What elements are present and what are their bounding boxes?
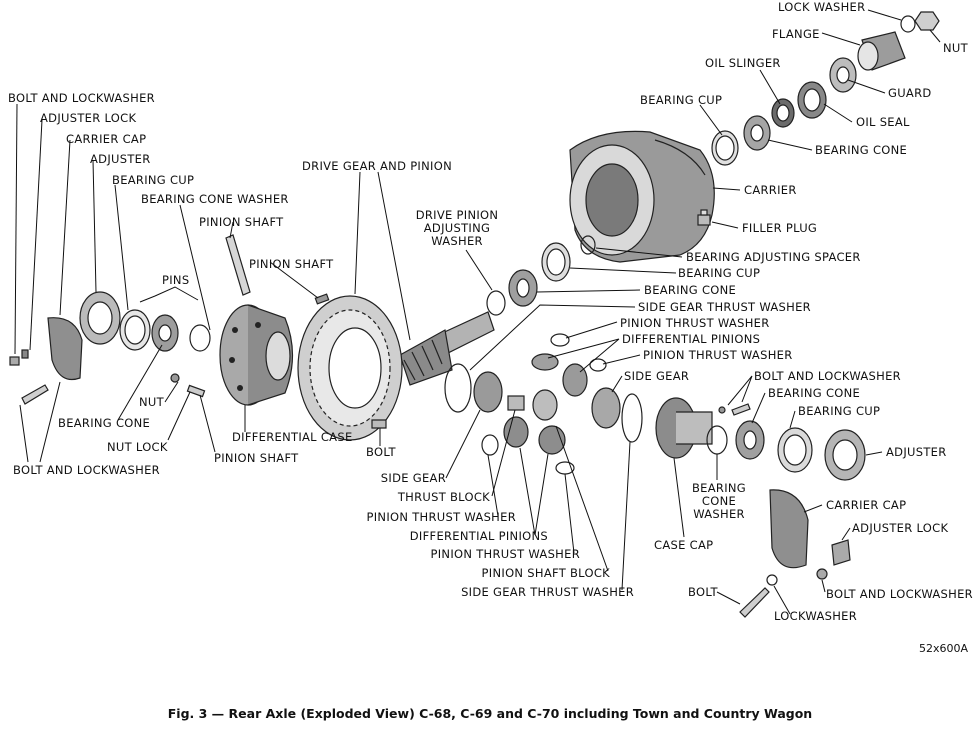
label-bearing-cup-left: BEARING CUP <box>112 173 194 187</box>
label-bearing-cup-right: BEARING CUP <box>798 404 880 418</box>
bearing-cone-washer-left-part <box>189 324 211 352</box>
label-carrier-cap-left: CARRIER CAP <box>66 132 146 146</box>
leader-lines <box>14 9 941 615</box>
label-side-gear-right: SIDE GEAR <box>624 369 689 383</box>
label-bolt-and-lockwasher-right-bottom: BOLT AND LOCKWASHER <box>826 587 973 601</box>
label-oil-slinger: OIL SLINGER <box>705 56 781 70</box>
label-flange: FLANGE <box>772 27 820 41</box>
label-pinion-shaft-upper: PINION SHAFT <box>199 215 284 229</box>
label-oil-seal: OIL SEAL <box>856 115 910 129</box>
filler-plug-part <box>697 209 711 226</box>
label-thrust-block: THRUST BLOCK <box>397 490 490 504</box>
label-adjuster-right: ADJUSTER <box>886 445 947 459</box>
label-adjuster-lock-left: ADJUSTER LOCK <box>40 111 136 125</box>
label-carrier-cap-right: CARRIER CAP <box>826 498 906 512</box>
label-bearing-cone-right: BEARING CONE <box>768 386 860 400</box>
label-nut-lock: NUT LOCK <box>107 440 168 454</box>
carrier-cap-left-part <box>47 317 83 381</box>
carrier-housing <box>569 130 715 263</box>
label-pinion-thrust-washer-4: PINION THRUST WASHER <box>366 510 516 524</box>
figure-code: 52x600A <box>918 642 968 655</box>
exploded-diagram: LOCK WASHER FLANGE NUT OIL SLINGER GUARD… <box>8 0 973 623</box>
label-differential-pinions-bottom: DIFFERENTIAL PINIONS <box>410 529 548 543</box>
label-pinion-shaft-bottom: PINION SHAFT <box>214 451 299 465</box>
label-pinion-thrust-washer-3: PINION THRUST WASHER <box>430 547 580 561</box>
label-bearing-cone-left: BEARING CONE <box>58 416 150 430</box>
label-case-cap: CASE CAP <box>654 538 713 552</box>
drive-gear-part <box>297 295 403 441</box>
spacer-part <box>580 235 596 255</box>
label-pins: PINS <box>162 273 189 287</box>
label-side-gear-thrust-washer-top: SIDE GEAR THRUST WASHER <box>638 300 811 314</box>
bolt-mid-part <box>371 419 387 429</box>
label-differential-pinions-top: DIFFERENTIAL PINIONS <box>622 332 760 346</box>
label-bolt-and-lockwasher-right-mid: BOLT AND LOCKWASHER <box>754 369 901 383</box>
label-lock-washer-top: LOCK WASHER <box>778 0 865 14</box>
label-bolt-and-lockwasher-left-top: BOLT AND LOCKWASHER <box>8 91 155 105</box>
label-bolt-mid: BOLT <box>366 445 396 459</box>
label-guard: GUARD <box>888 86 932 100</box>
label-adjuster-left: ADJUSTER <box>90 152 151 166</box>
label-side-gear-left: SIDE GEAR <box>381 471 446 485</box>
differential-case-part <box>219 304 294 406</box>
label-carrier: CARRIER <box>744 183 797 197</box>
callout-labels: LOCK WASHER FLANGE NUT OIL SLINGER GUARD… <box>8 0 973 623</box>
nut-top-part <box>914 11 940 31</box>
label-filler-plug: FILLER PLUG <box>742 221 817 235</box>
label-bearing-cone-top: BEARING CONE <box>815 143 907 157</box>
label-pinion-thrust-washer-1: PINION THRUST WASHER <box>620 316 770 330</box>
label-side-gear-thrust-washer-bottom: SIDE GEAR THRUST WASHER <box>461 585 634 599</box>
lock-washer-top-part <box>900 15 916 33</box>
label-pinion-shaft-block: PINION SHAFT BLOCK <box>482 566 611 580</box>
right-side-parts <box>655 397 866 618</box>
label-lockwasher-bottom: LOCKWASHER <box>774 609 857 623</box>
label-pinion-thrust-washer-2: PINION THRUST WASHER <box>643 348 793 362</box>
pinion-bearing-group <box>486 235 596 316</box>
label-nut-top: NUT <box>943 41 969 55</box>
label-bearing-cone-mid: BEARING CONE <box>644 283 736 297</box>
label-bearing-cone-washer-left: BEARING CONE WASHER <box>141 192 289 206</box>
figure-caption: Fig. 3 — Rear Axle (Exploded View) C-68,… <box>167 706 813 721</box>
drive-pinion-part <box>399 311 495 386</box>
label-drive-gear-and-pinion: DRIVE GEAR AND PINION <box>302 159 452 173</box>
label-bolt-and-lockwasher-left-bottom: BOLT AND LOCKWASHER <box>13 463 160 477</box>
pinion-flange-group <box>711 11 940 166</box>
differential-internals <box>444 333 643 475</box>
label-pinion-shaft-mid: PINION SHAFT <box>249 257 334 271</box>
left-side-parts <box>9 291 211 405</box>
label-bearing-cup-mid: BEARING CUP <box>678 266 760 280</box>
label-nut-left: NUT <box>139 395 165 409</box>
label-bolt-bottom: BOLT <box>688 585 718 599</box>
adjusting-washer-part <box>486 290 506 316</box>
label-bearing-adjusting-spacer: BEARING ADJUSTING SPACER <box>686 250 861 264</box>
label-bearing-cup-top: BEARING CUP <box>640 93 722 107</box>
label-adjuster-lock-right: ADJUSTER LOCK <box>852 521 948 535</box>
label-differential-case: DIFFERENTIAL CASE <box>232 430 353 444</box>
